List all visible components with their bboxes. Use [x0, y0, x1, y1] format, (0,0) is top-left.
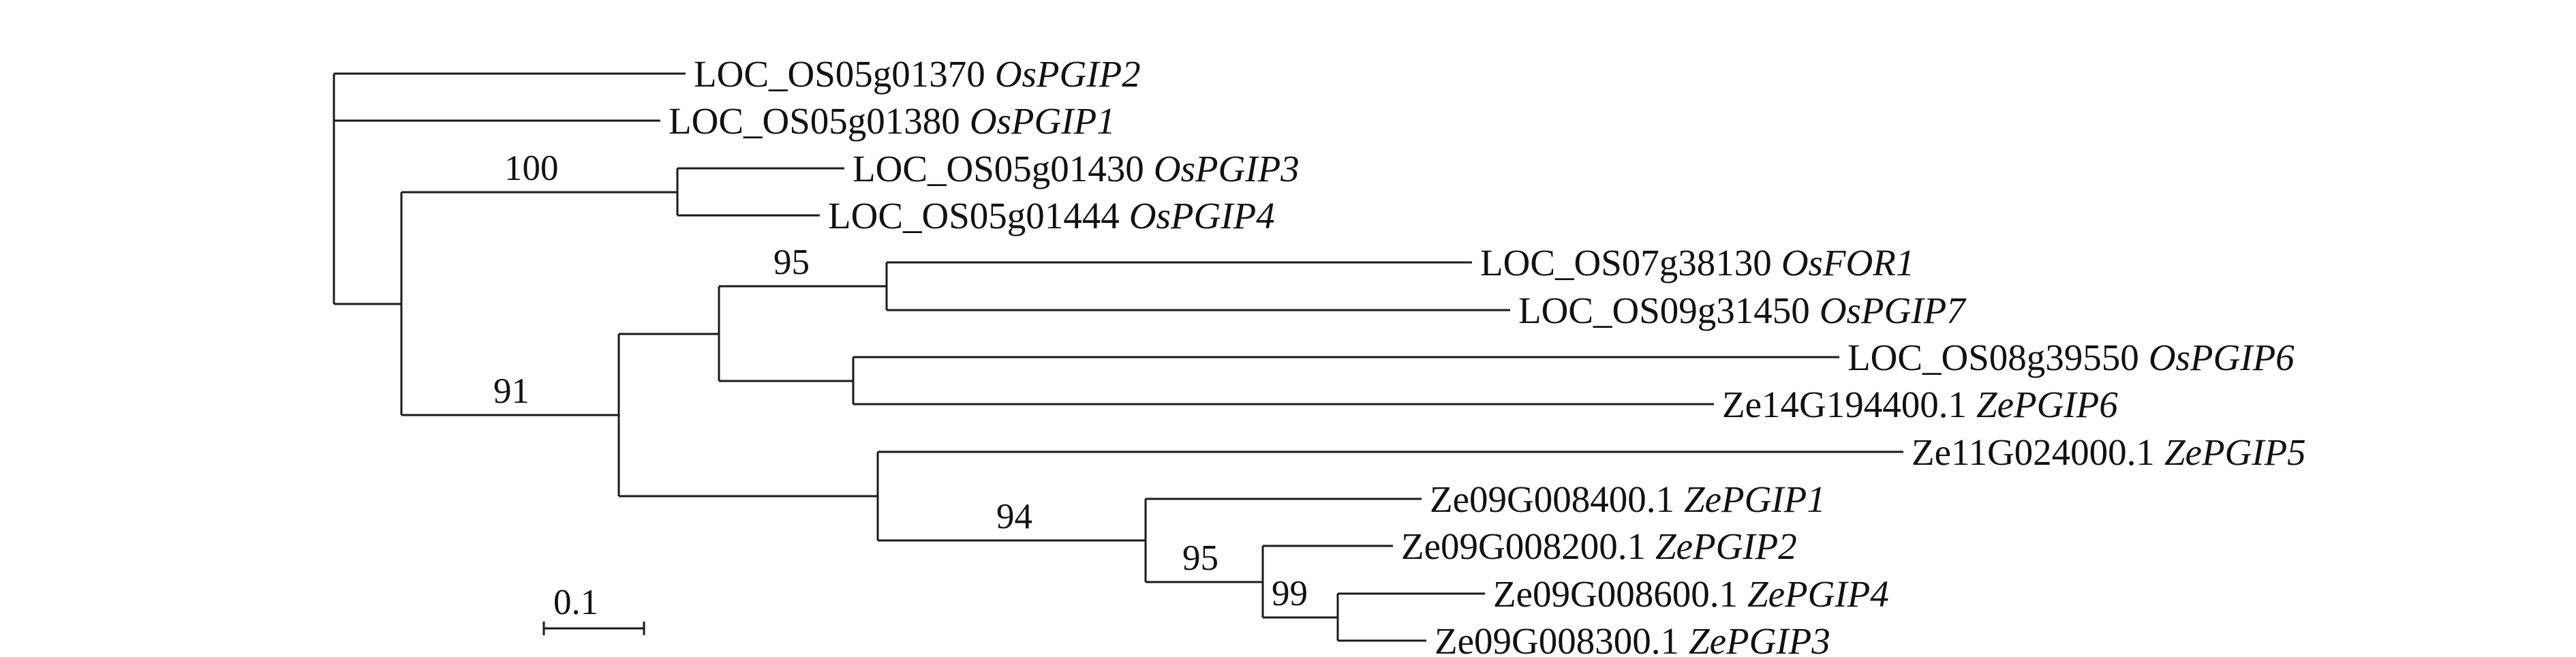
- taxon-locus: LOC_OS05g01380: [669, 100, 960, 142]
- scale-bar: [542, 622, 645, 635]
- taxon-gene-name: ZePGIP3: [1689, 620, 1830, 657]
- taxon-locus: LOC_OS05g01444: [828, 195, 1120, 236]
- taxon-locus: LOC_OS05g01370: [694, 53, 985, 95]
- taxon-gene-name: OsPGIP3: [1154, 148, 1300, 189]
- bootstrap-value: 94: [996, 497, 1032, 536]
- taxon-locus: LOC_OS07g38130: [1480, 242, 1772, 284]
- taxon-gene-name: ZePGIP2: [1655, 525, 1797, 567]
- taxon-locus: Ze09G008600.1: [1493, 573, 1738, 615]
- taxon-label: Ze09G008300.1 ZePGIP3: [1435, 620, 1830, 657]
- taxon-gene-name: OsPGIP7: [1820, 290, 1967, 331]
- taxon-gene-name: ZePGIP6: [1976, 384, 2118, 425]
- taxon-locus: Ze09G008400.1: [1430, 478, 1674, 520]
- taxon-gene-name: ZePGIP5: [2164, 431, 2306, 473]
- taxon-gene-name: ZePGIP4: [1747, 573, 1889, 615]
- taxon-gene-name: ZePGIP1: [1684, 478, 1826, 520]
- bootstrap-value: 100: [504, 149, 559, 188]
- taxon-locus: Ze11G024000.1: [1912, 431, 2155, 473]
- tree-branches: [333, 72, 1903, 642]
- taxon-locus: LOC_OS05g01430: [853, 148, 1144, 189]
- taxon-gene-name: OsPGIP6: [2149, 337, 2295, 378]
- bootstrap-value: 99: [1272, 574, 1308, 613]
- taxon-locus: Ze14G194400.1: [1722, 384, 1967, 425]
- taxon-gene-name: OsPGIP2: [995, 53, 1141, 95]
- taxon-gene-name: OsFOR1: [1781, 242, 1915, 284]
- taxon-gene-name: OsPGIP4: [1129, 195, 1275, 236]
- taxon-locus: Ze09G008300.1: [1435, 620, 1679, 657]
- taxon-locus: LOC_OS09g31450: [1518, 290, 1810, 331]
- taxon-locus: LOC_OS08g39550: [1847, 337, 2139, 378]
- bootstrap-value: 95: [773, 243, 810, 282]
- taxon-gene-name: OsPGIP1: [970, 100, 1116, 142]
- scale-bar-label: 0.1: [553, 583, 598, 622]
- bootstrap-value: 91: [493, 371, 530, 411]
- bootstrap-value: 95: [1182, 538, 1218, 578]
- taxon-locus: Ze09G008200.1: [1401, 525, 1646, 567]
